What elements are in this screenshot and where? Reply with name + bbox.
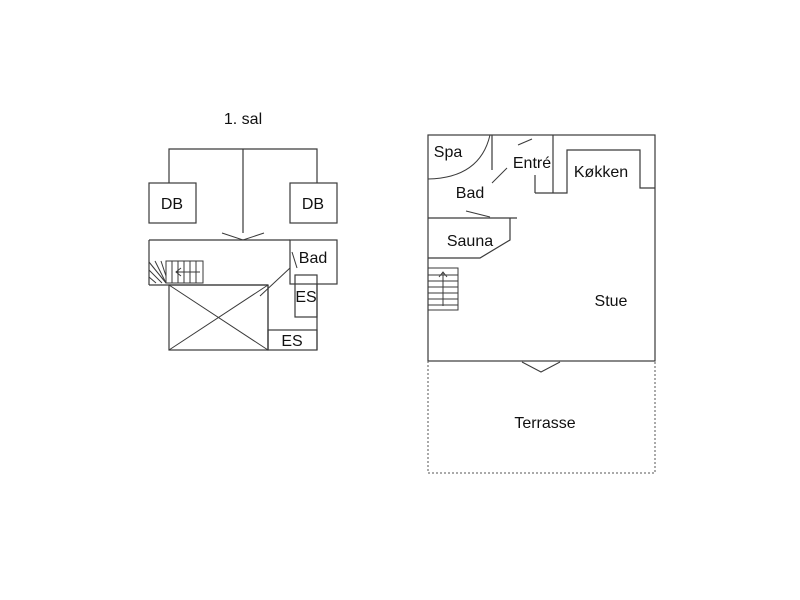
room-es-bottom-label: ES bbox=[281, 333, 302, 350]
upper-floor-title: 1. sal bbox=[224, 111, 262, 128]
room-db-right bbox=[289, 182, 338, 224]
room-db-left-label: DB bbox=[161, 196, 183, 213]
upper-floor-plan: 1. sal DB DB Bad bbox=[148, 111, 338, 351]
entre-door-swing bbox=[517, 138, 533, 146]
terrace-door-arrow bbox=[521, 361, 561, 373]
room-terrasse-label: Terrasse bbox=[514, 415, 575, 432]
sauna-wall bbox=[428, 218, 511, 259]
room-es-vertical-label: ES bbox=[295, 289, 316, 306]
room-stue-label: Stue bbox=[595, 293, 628, 310]
upper-stair bbox=[148, 260, 204, 284]
room-kokken-label: Køkken bbox=[574, 164, 628, 181]
room-sauna-label: Sauna bbox=[447, 233, 493, 250]
upper-door-arrow bbox=[221, 232, 265, 241]
kokken-wall bbox=[553, 149, 655, 194]
ground-stair bbox=[427, 267, 459, 311]
upper-void-cross-b bbox=[168, 284, 269, 351]
upper-bad-door bbox=[291, 251, 298, 269]
room-bad-upper-label: Bad bbox=[299, 250, 327, 267]
room-db-right-label: DB bbox=[302, 196, 324, 213]
ground-floor-plan: Spa Entré Køkken Bad Sauna bbox=[427, 134, 656, 474]
room-bad-upper bbox=[289, 239, 338, 285]
room-es-bottom bbox=[267, 329, 318, 351]
room-entre-label: Entré bbox=[513, 155, 551, 172]
spa-arc bbox=[427, 134, 491, 180]
room-es-vertical bbox=[294, 274, 318, 318]
upper-stair-door bbox=[259, 267, 291, 297]
ground-outer-wall bbox=[427, 134, 656, 362]
terrace-outline bbox=[427, 361, 656, 474]
room-db-left bbox=[148, 182, 197, 224]
room-bad-ground-label: Bad bbox=[456, 185, 484, 202]
room-spa-label: Spa bbox=[434, 144, 463, 161]
bad-door-b bbox=[465, 210, 491, 218]
bad-door bbox=[491, 167, 508, 184]
